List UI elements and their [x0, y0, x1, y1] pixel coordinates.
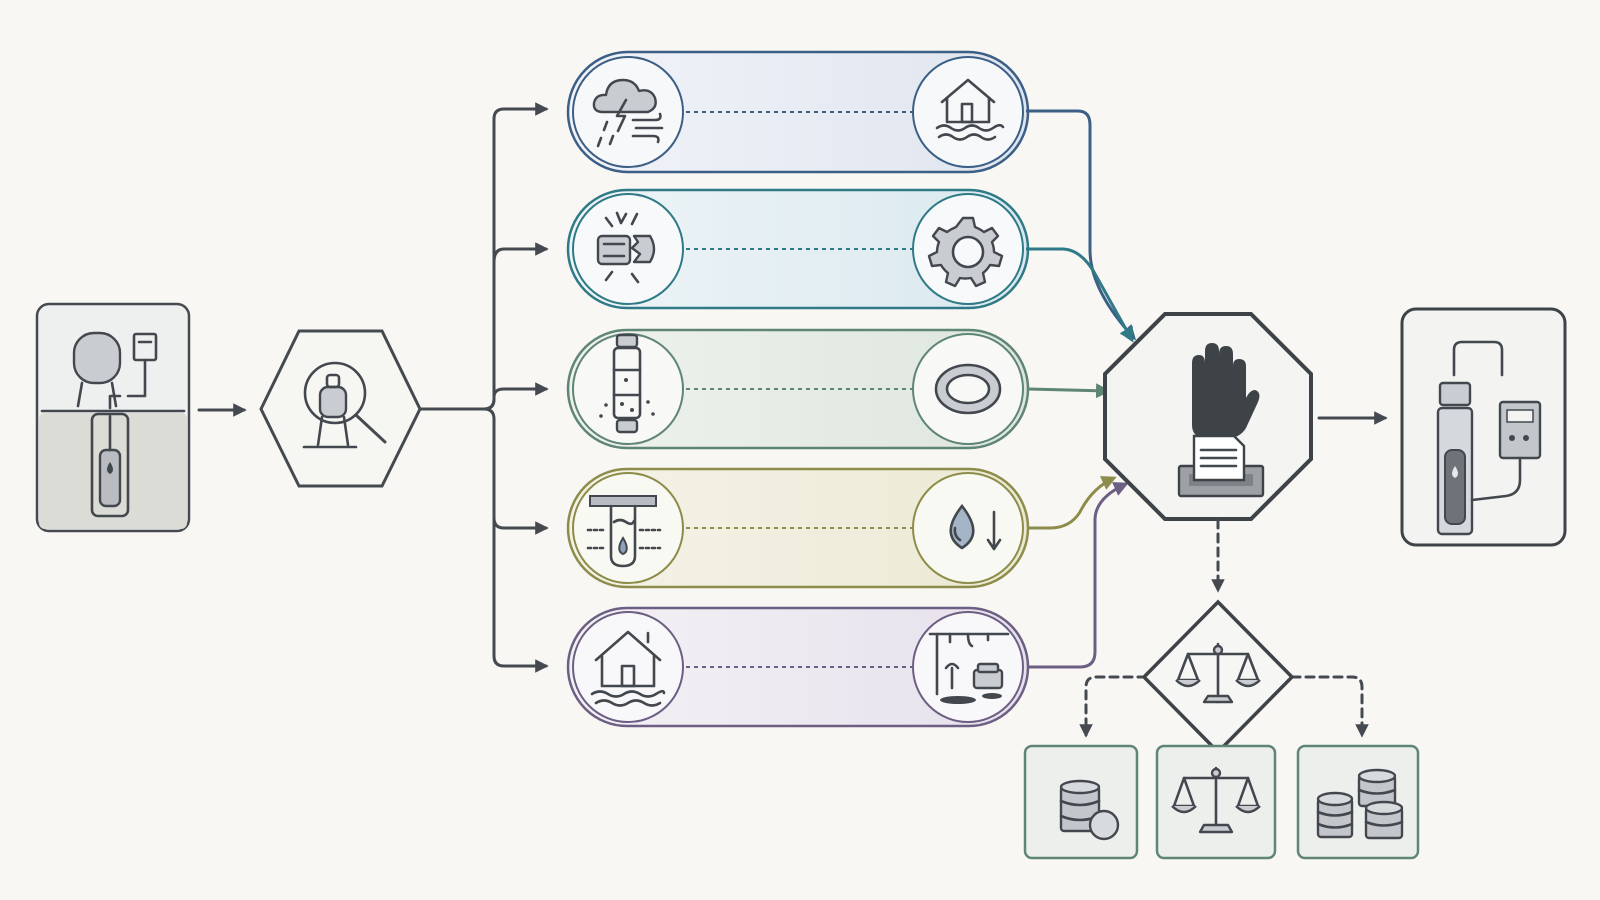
submersible-well-pump-system-icon	[40, 331, 186, 518]
cause-row-storm	[566, 50, 1030, 174]
water-damaged-room-icon	[928, 632, 1010, 704]
water-drop-down-icon	[949, 503, 1002, 551]
inspection-node	[259, 329, 422, 488]
coin-stacks-large-icon	[1316, 768, 1404, 840]
cause-row-wear	[566, 328, 1030, 450]
start-node	[35, 302, 191, 533]
outcome-high	[1296, 744, 1420, 860]
decision-node	[1103, 312, 1313, 521]
storm-lightning-rain-icon	[592, 78, 664, 148]
cause-row-groundwater	[566, 467, 1030, 589]
house-flood-icon	[590, 630, 666, 707]
evaluation-node	[1141, 599, 1295, 755]
evaluation-connectors	[1079, 518, 1369, 738]
convergence-connectors	[1026, 109, 1137, 669]
coin-stack-small-icon	[1059, 779, 1120, 841]
stop-hand-claim-tray-icon	[1177, 343, 1265, 498]
corroded-pipe-sediment-icon	[599, 333, 655, 434]
broken-motor-icon	[596, 211, 656, 284]
cause-row-flood	[566, 606, 1030, 728]
worn-seal-ring-icon	[934, 363, 1002, 415]
magnifier-over-pump-icon	[302, 361, 387, 449]
cause-row-mechanical	[566, 188, 1030, 310]
flooded-house-icon	[935, 78, 1005, 141]
outcome-balanced	[1155, 744, 1277, 860]
outcome-low	[1023, 744, 1139, 860]
result-node	[1400, 307, 1567, 547]
branch-connector	[418, 102, 549, 673]
repaired-pump-system-icon	[1436, 340, 1542, 536]
well-water-level-icon	[586, 495, 662, 568]
gear-icon	[927, 216, 1004, 288]
balance-scale-icon	[1175, 642, 1261, 704]
balance-scale-icon	[1171, 766, 1261, 834]
